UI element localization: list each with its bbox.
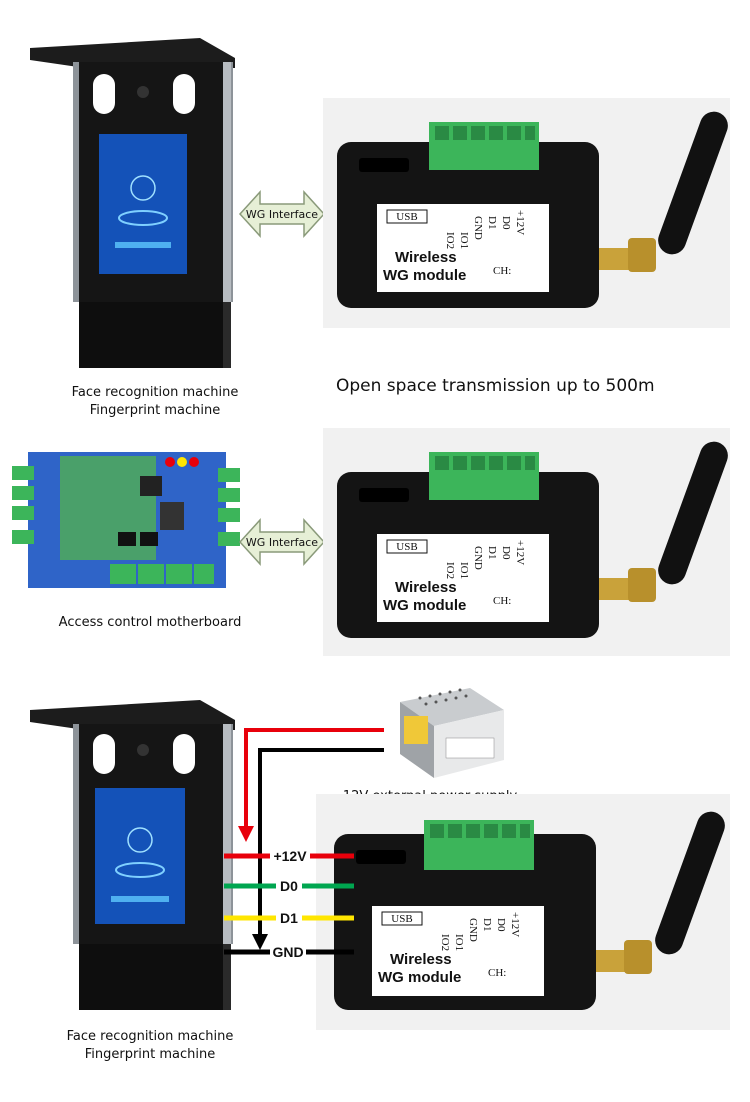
module-ch-label: CH: <box>493 265 511 277</box>
module-photo-1: USB IO2 IO1 GND D1 D0 +12V Wireless WG m… <box>323 98 730 328</box>
face-recognition-machine-1 <box>30 38 235 368</box>
pin-12v-2: +12V <box>514 540 526 565</box>
power-wire-black <box>258 748 384 936</box>
module-name-line2: WG module <box>383 267 466 284</box>
wire-label-gnd: GND <box>272 944 303 960</box>
caption-line-face-2: Face recognition machine <box>66 1029 234 1044</box>
face-machine-caption: Face recognition machine Fingerprint mac… <box>55 384 255 420</box>
module-name-line1-2: Wireless <box>395 579 457 596</box>
wg-interface-label-2: WG Interface <box>246 536 318 549</box>
wireless-wg-module-3: USB IO2 IO1 GND D1 D0 +12V Wireless WG m… <box>334 811 725 1010</box>
caption-line-fingerprint: Fingerprint machine <box>89 403 221 418</box>
transmission-range-text: Open space transmission up to 500m <box>336 376 655 396</box>
antenna-icon-3 <box>655 811 725 955</box>
motherboard-caption: Access control motherboard <box>58 615 242 630</box>
pin-io1-3: IO1 <box>453 934 465 951</box>
pin-io1-2: IO1 <box>458 562 470 579</box>
arrow-down-red-icon <box>238 826 254 842</box>
wire-label-12v: +12V <box>273 848 307 864</box>
wireless-wg-module-1: USB IO2 IO1 GND D1 D0 +12V Wireless WG m… <box>337 111 728 308</box>
wire-label-d1: D1 <box>280 910 298 926</box>
pin-d1-2: D1 <box>486 546 498 559</box>
pin-d0-2: D0 <box>500 546 512 560</box>
pin-io2-2: IO2 <box>444 562 456 579</box>
module-photo-2: USB IO2 IO1 GND D1 D0 +12V Wireless WG m… <box>323 428 730 656</box>
pin-io1: IO1 <box>458 232 470 249</box>
wg-interface-label: WG Interface <box>246 208 318 221</box>
power-supply-12v <box>400 688 504 778</box>
antenna-icon-2 <box>658 441 728 585</box>
wire-label-d0: D0 <box>280 878 298 894</box>
caption-line-face: Face recognition machine <box>71 385 239 400</box>
pin-io2-3: IO2 <box>439 934 451 951</box>
wireless-wg-module-2: USB IO2 IO1 GND D1 D0 +12V Wireless WG m… <box>337 441 728 638</box>
caption-line-fingerprint-2: Fingerprint machine <box>84 1047 216 1062</box>
usb-label-3: USB <box>391 913 412 925</box>
antenna-icon <box>658 111 728 255</box>
face-recognition-machine-2 <box>30 700 235 1010</box>
pin-d1: D1 <box>486 216 498 229</box>
usb-label-2: USB <box>396 541 417 553</box>
pin-gnd-2: GND <box>472 546 484 570</box>
pin-gnd-3: GND <box>467 918 479 942</box>
pin-d0-3: D0 <box>495 918 507 932</box>
pin-12v-3: +12V <box>509 912 521 937</box>
module-name-line1: Wireless <box>395 249 457 266</box>
module-name-line1-3: Wireless <box>390 951 452 968</box>
pin-d1-3: D1 <box>481 918 493 931</box>
pin-12v: +12V <box>514 210 526 235</box>
module-photo-3: USB IO2 IO1 GND D1 D0 +12V Wireless WG m… <box>316 794 730 1030</box>
arrow-down-black-icon <box>252 934 268 950</box>
access-control-motherboard <box>12 452 240 588</box>
module-name-line2-2: WG module <box>383 597 466 614</box>
module-ch-label-2: CH: <box>493 595 511 607</box>
pin-io2: IO2 <box>444 232 456 249</box>
usb-label: USB <box>396 211 417 223</box>
face-machine-caption-2: Face recognition machine Fingerprint mac… <box>50 1028 250 1064</box>
power-wire-red <box>244 728 384 828</box>
module-name-line2-3: WG module <box>378 969 461 986</box>
module-ch-label-3: CH: <box>488 967 506 979</box>
pin-gnd: GND <box>472 216 484 240</box>
pin-d0: D0 <box>500 216 512 230</box>
